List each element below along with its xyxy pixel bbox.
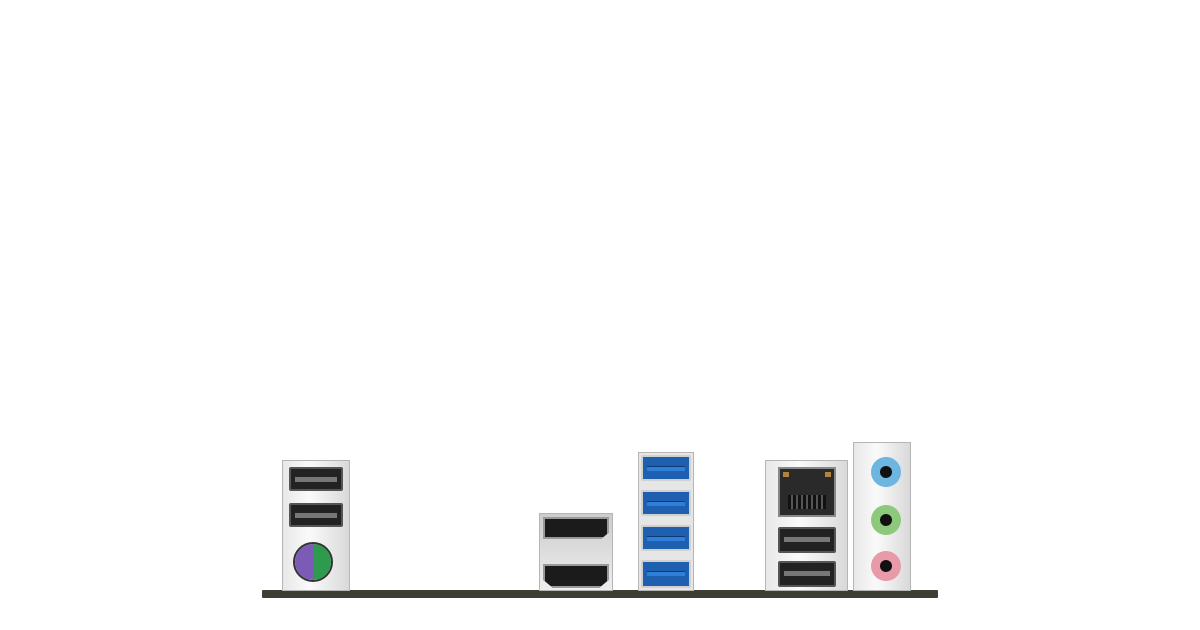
audio-jack-block [853,442,911,591]
lan-usb-port-block [765,460,848,591]
ethernet-port[interactable] [778,467,836,517]
lan-led-icon [825,472,831,477]
video-port-block [539,513,613,591]
line-in-jack[interactable] [871,457,901,487]
usb3-port[interactable] [641,455,691,481]
lan-led-icon [783,472,789,477]
mic-in-jack[interactable] [871,551,901,581]
ps2-usb-port-block [282,460,350,591]
ps2-combo-port[interactable] [293,542,333,582]
line-out-jack[interactable] [871,505,901,535]
usb2-port[interactable] [289,503,343,527]
pcb-edge [262,590,938,598]
usb2-port[interactable] [289,467,343,491]
usb-port[interactable] [778,561,836,587]
usb3-port-stack [638,452,694,591]
usb3-port[interactable] [641,560,691,588]
usb3-port[interactable] [641,525,691,551]
usb3-port[interactable] [641,490,691,516]
displayport-port[interactable] [543,517,609,539]
usb-port[interactable] [778,527,836,553]
hdmi-port[interactable] [543,564,609,588]
